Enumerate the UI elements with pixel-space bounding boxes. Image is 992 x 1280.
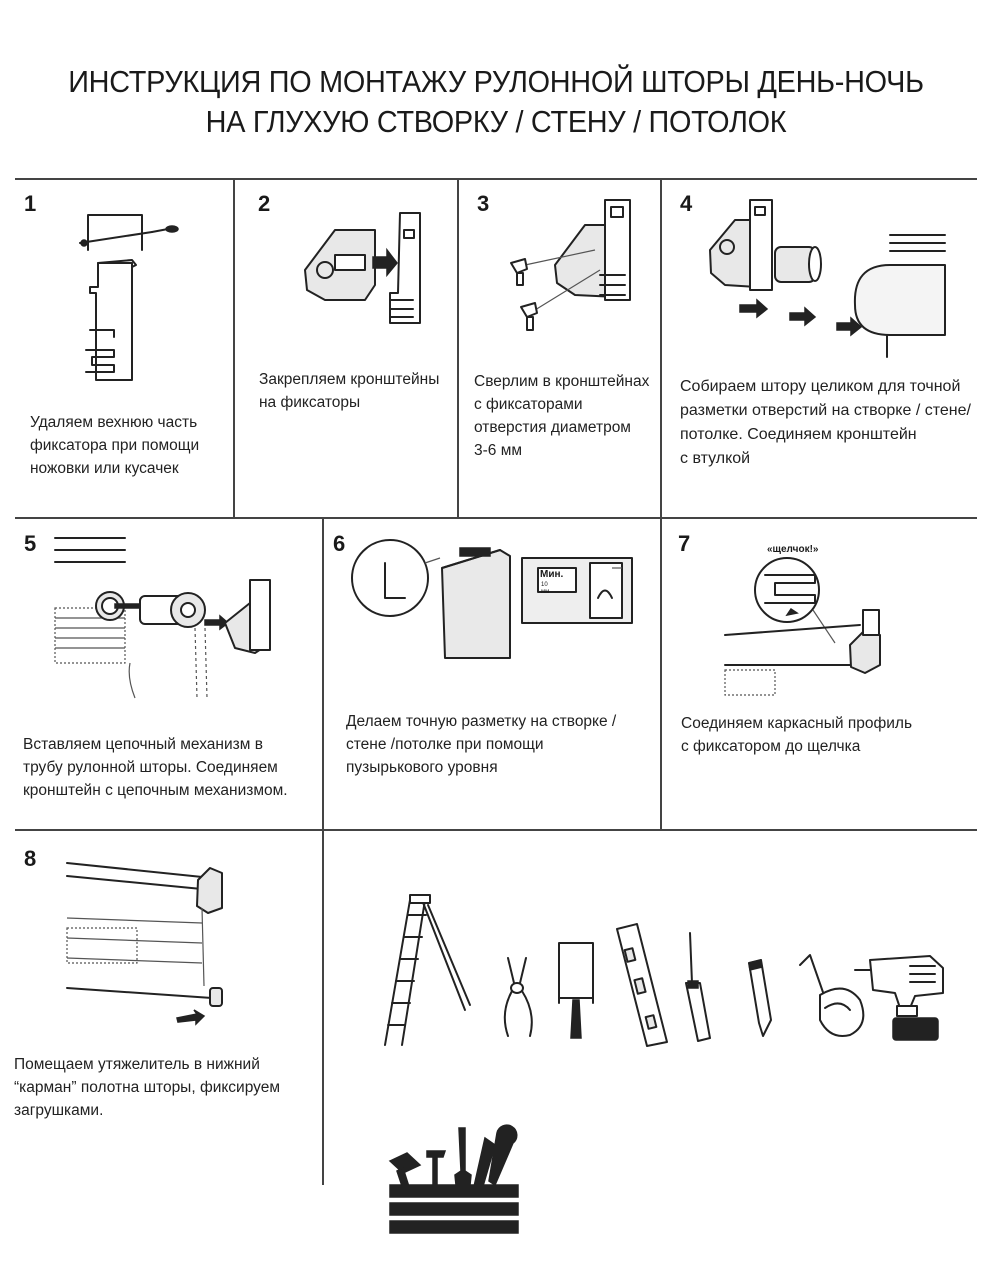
step-caption: Удаляем вехнюю часть фиксатора при помощ… [30,414,200,477]
step-7-illustration [724,557,881,696]
step-caption: Соединяем каркасный профиль с фиксатором… [681,715,913,755]
step-2-illustration [304,212,421,324]
step-number: 7 [678,531,691,556]
click-label: «щелчок!» [767,544,819,555]
min-label: Мин. [540,569,564,580]
step-number: 4 [680,191,693,216]
pencil-icon [748,959,772,1037]
hacksaw-icon [558,942,594,1039]
tape-measure-icon [799,954,865,1037]
ladder-icon [384,894,471,1046]
min-value: 10 мм [541,582,550,595]
level-icon [616,923,668,1047]
step-number: 1 [24,191,37,216]
step-8-illustration [66,862,223,1026]
drill-icon [854,955,944,1041]
step-caption: Помещаем утяжелитель в нижний “карман” п… [14,1056,281,1119]
grid-line-v3 [660,178,662,829]
step-number: 5 [24,531,37,556]
toolbox-icon [388,1124,519,1234]
screwdriver-icon [685,932,711,1042]
grid-line-row3 [15,829,977,831]
step-caption: Закрепляем кронштейны на фиксаторы [259,371,440,411]
grid-line-row2 [15,517,977,519]
grid-line-v1 [233,178,235,517]
step-caption: Делаем точную разметку на створке / стен… [346,713,617,776]
pliers-icon [503,957,533,1037]
step-4-illustration [709,199,946,358]
step-number: 3 [477,191,490,216]
grid-line-v4 [322,517,324,1185]
step-5-illustration [54,537,271,699]
step-1-illustration [79,214,179,381]
step-caption: Собираем штору целиком для точной размет… [680,378,971,467]
step-number: 2 [258,191,271,216]
title-line-2: НА ГЛУХУЮ СТВОРКУ / СТЕНУ / ПОТОЛОК [205,104,787,139]
step-caption: Вставляем цепочный механизм в трубу руло… [23,736,288,799]
title-line-1: ИНСТРУКЦИЯ ПО МОНТАЖУ РУЛОННОЙ ШТОРЫ ДЕН… [68,64,924,99]
page-title: ИНСТРУКЦИЯ ПО МОНТАЖУ РУЛОННОЙ ШТОРЫ ДЕН… [35,62,958,142]
step-6-illustration [351,539,633,659]
grid-line-top [15,178,977,180]
step-number: 8 [24,846,37,871]
step-caption: Сверлим в кронштейнах с фиксаторами отве… [474,373,650,459]
step-3-illustration [510,199,631,331]
grid-line-v2 [457,178,459,517]
step-number: 6 [333,531,346,556]
